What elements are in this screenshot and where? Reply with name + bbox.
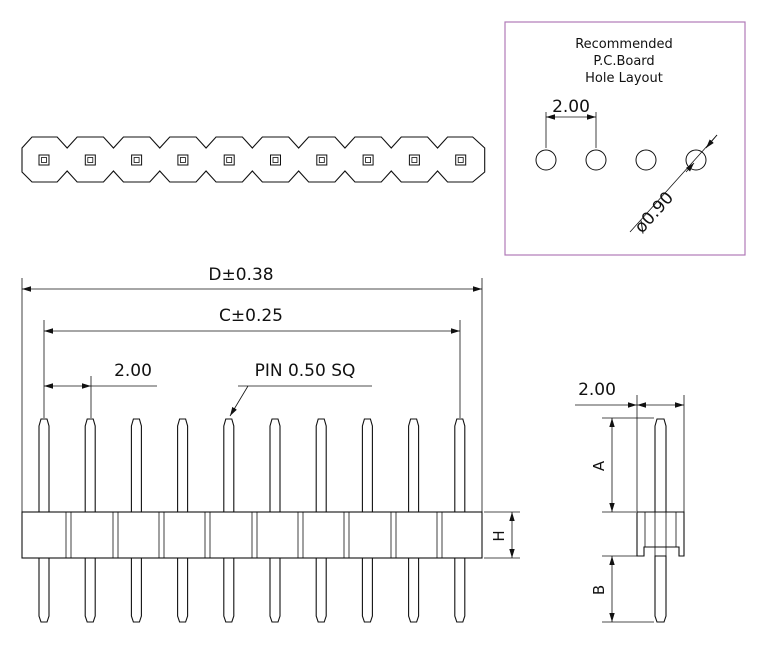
front-c-label: C±0.25 [219,306,283,326]
front-pin-lower [269,557,281,623]
front-pin-lower [177,557,189,623]
side-b-label: B [590,585,608,595]
front-pin-upper [454,418,466,513]
top-pin-square-outer [131,154,143,166]
front-pin-upper [130,418,142,513]
top-pin-square-outer [455,154,467,166]
side-pin-lower [654,555,667,623]
front-pin-lower [130,557,142,623]
top-pin-square-outer [408,154,420,166]
layout-pitch-label: 2.00 [552,97,590,117]
hole-diameter-leader [629,134,718,233]
front-d-label: D±0.38 [208,265,273,285]
front-pin-lower [361,557,373,623]
top-pin-square-inner [41,157,47,163]
pin-size-label: PIN 0.50 SQ [255,361,356,381]
strip-outline [21,136,486,183]
top-pin-square-outer [223,154,235,166]
front-view: D±0.38 C±0.25 2.00 PIN 0.50 SQ H [21,265,520,623]
front-pin-lower [408,557,420,623]
top-pin-square-inner [318,157,325,163]
side-width-label: 2.00 [578,380,616,400]
hole-diameter-arrow-out [705,134,718,149]
pcb-layout-panel: Recommended P.C.Board Hole Layout 2.00 ø… [504,21,746,256]
pcb-holes [535,149,707,171]
front-pitch-label: 2.00 [114,361,152,381]
front-pin-lower [315,557,327,623]
pin-size-leader [229,385,249,417]
top-view-strip [21,136,486,183]
pcb-layout-border [504,21,746,256]
top-pin-square-outer [177,154,189,166]
front-pin-upper [315,418,327,513]
top-pin-square-outer [84,154,96,166]
pcb-hole [585,149,607,171]
top-pin-square-inner [457,157,464,163]
layout-title-line-1: Recommended [575,37,673,52]
pcb-hole [685,149,707,171]
side-pin-upper [654,418,667,513]
top-pin-square-inner [133,157,140,163]
front-pin-upper [84,418,96,513]
front-pin-upper [177,418,189,513]
layout-title-line-2: P.C.Board [593,54,654,69]
front-pin-upper [223,418,235,513]
top-pin-square-outer [270,154,281,166]
top-pin-square-outer [362,154,374,166]
front-h-label: H [490,530,508,541]
side-view: 2.00 A B [575,380,685,623]
top-pin-square-inner [226,157,233,163]
layout-title-line-3: Hole Layout [585,71,663,86]
top-pin-square-inner [272,157,279,163]
front-pin-upper [269,418,281,513]
front-body [21,511,483,559]
side-a-label: A [590,460,608,471]
top-pin-square-outer [38,154,50,166]
front-pin-lower [454,557,466,623]
front-pin-upper [38,418,50,513]
top-pin-square-inner [411,157,418,163]
front-pin-upper [408,418,420,513]
hole-diameter-arrow-in [685,162,695,173]
pcb-hole [535,149,557,171]
top-pin-square-inner [365,157,372,163]
top-pin-square-inner [179,157,186,163]
pcb-hole [635,149,657,171]
front-pin-upper [361,418,373,513]
side-body [636,511,685,557]
top-pin-square-outer [316,154,328,166]
front-pin-lower [38,557,50,623]
top-pin-square-inner [87,157,94,163]
front-pin-lower [84,557,96,623]
front-pins [38,418,466,623]
front-pin-lower [223,557,235,623]
